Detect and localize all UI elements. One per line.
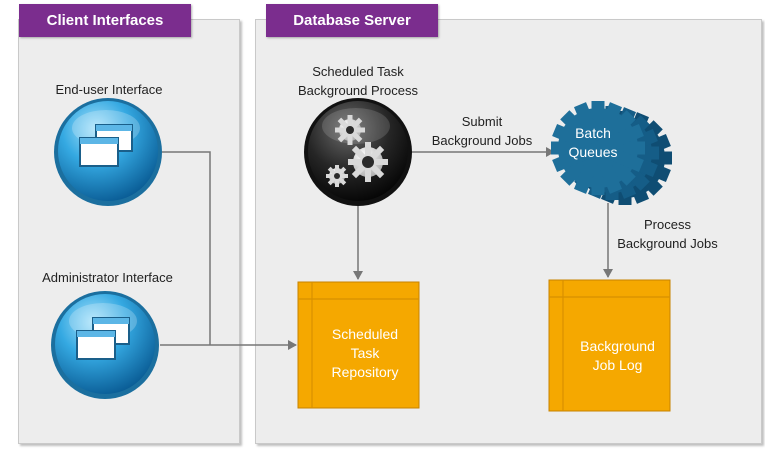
database-server-title: Database Server xyxy=(266,4,438,37)
connectors xyxy=(160,147,613,350)
scheduled-task-repository-label: Scheduled Task Repository xyxy=(310,325,420,382)
process-edge-label-line2: Background Jobs xyxy=(617,236,718,251)
scheduled-task-process-icon[interactable] xyxy=(304,98,412,206)
background-job-log-label-line1: Background xyxy=(580,338,655,354)
connector-end-user-to-repository xyxy=(162,151,211,345)
scheduled-task-process-label-line2: Background Process xyxy=(298,83,418,98)
gear-icon xyxy=(348,142,388,182)
scheduled-task-repository-label-line1: Scheduled xyxy=(331,326,399,342)
end-user-interface-label: End-user Interface xyxy=(55,82,163,97)
background-job-log-label: Background Job Log xyxy=(560,337,675,375)
gear-icon xyxy=(335,115,365,145)
batch-queues-icon[interactable] xyxy=(551,101,672,205)
client-interfaces-title: Client Interfaces xyxy=(19,4,191,37)
scheduled-task-repository-box[interactable] xyxy=(297,281,420,409)
administrator-interface-icon[interactable] xyxy=(51,291,159,399)
process-edge-label: Process Background Jobs xyxy=(600,215,735,253)
batch-queues-label-line2: Queues xyxy=(568,144,618,160)
batch-queues-label: Batch Queues xyxy=(558,124,628,162)
scheduled-task-process-label: Scheduled Task Background Process xyxy=(283,62,433,100)
submit-edge-label: Submit Background Jobs xyxy=(412,112,552,150)
process-edge-label-line1: Process xyxy=(644,217,691,232)
background-job-log-box[interactable] xyxy=(548,279,671,412)
administrator-interface-label: Administrator Interface xyxy=(42,270,173,285)
batch-queues-label-line1: Batch xyxy=(575,125,611,141)
scheduled-task-process-label-line1: Scheduled Task xyxy=(312,64,404,79)
end-user-interface-icon[interactable] xyxy=(54,98,162,206)
scheduled-task-repository-label-line3: Repository xyxy=(331,364,399,380)
queue-gear-front xyxy=(551,101,645,195)
scheduled-task-repository-label-line2: Task xyxy=(350,345,380,361)
submit-edge-label-line2: Background Jobs xyxy=(431,133,533,148)
gear-icon xyxy=(326,165,348,187)
submit-edge-label-line1: Submit xyxy=(461,114,503,129)
background-job-log-label-line2: Job Log xyxy=(592,357,643,373)
